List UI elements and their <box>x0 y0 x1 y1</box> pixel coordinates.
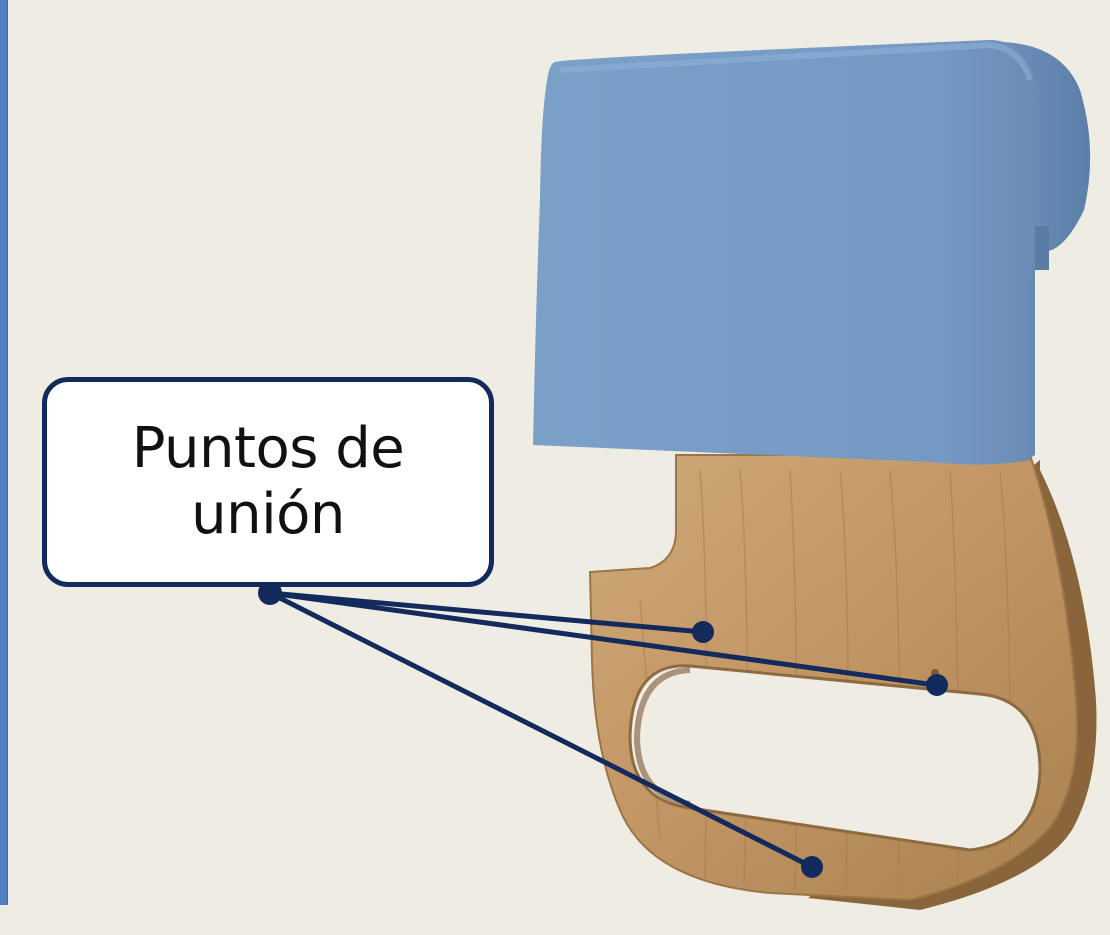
leader-lines <box>267 590 938 870</box>
plate-slot <box>628 664 1042 852</box>
callout-line-2: unión <box>191 482 345 547</box>
callout-line-1: Puntos de <box>131 415 405 481</box>
join-point-3 <box>801 856 823 878</box>
callout-box: Puntos de unión <box>42 377 494 587</box>
join-point-1 <box>692 621 714 643</box>
left-accent-rule <box>0 0 8 905</box>
join-point-2 <box>926 674 948 696</box>
callout-anchor <box>258 581 282 605</box>
blue-cover <box>533 40 1040 465</box>
cover-notch <box>1035 226 1049 270</box>
